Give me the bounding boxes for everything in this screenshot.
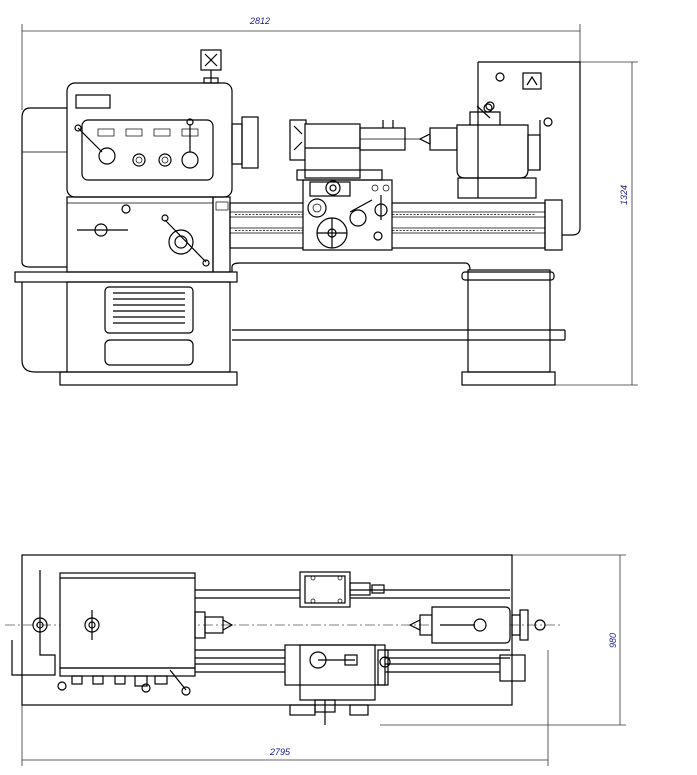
tool-post-slide <box>289 119 420 181</box>
top-view: 2795 980 <box>5 554 626 766</box>
dimension-overall-length-top: 2795 <box>21 650 549 766</box>
front-view: 2812 1324 <box>14 16 638 386</box>
tailstock-top <box>408 606 546 644</box>
chip-tray-and-right-leg <box>231 262 566 386</box>
electrical-cabinet-right <box>477 61 581 236</box>
tailstock <box>418 103 553 199</box>
carriage-apron <box>302 179 393 251</box>
dimension-overall-height-front: 1324 <box>555 61 638 386</box>
dimension-label-2812: 2812 <box>249 16 270 26</box>
dimension-label-1324: 1324 <box>619 185 629 205</box>
gearbox <box>66 196 231 273</box>
feed-motor-box <box>499 654 526 682</box>
headstock-top <box>11 570 234 696</box>
dimension-label-2795: 2795 <box>269 747 291 757</box>
carriage-top <box>284 571 391 725</box>
dimension-overall-length-front: 2812 <box>21 16 581 110</box>
bed <box>229 199 563 251</box>
base-cabinet-left <box>14 271 238 386</box>
headstock <box>21 49 259 268</box>
dimension-overall-width-top: 980 <box>380 554 626 726</box>
dimension-label-980: 980 <box>608 633 618 648</box>
ammeter-gauge <box>522 72 542 90</box>
